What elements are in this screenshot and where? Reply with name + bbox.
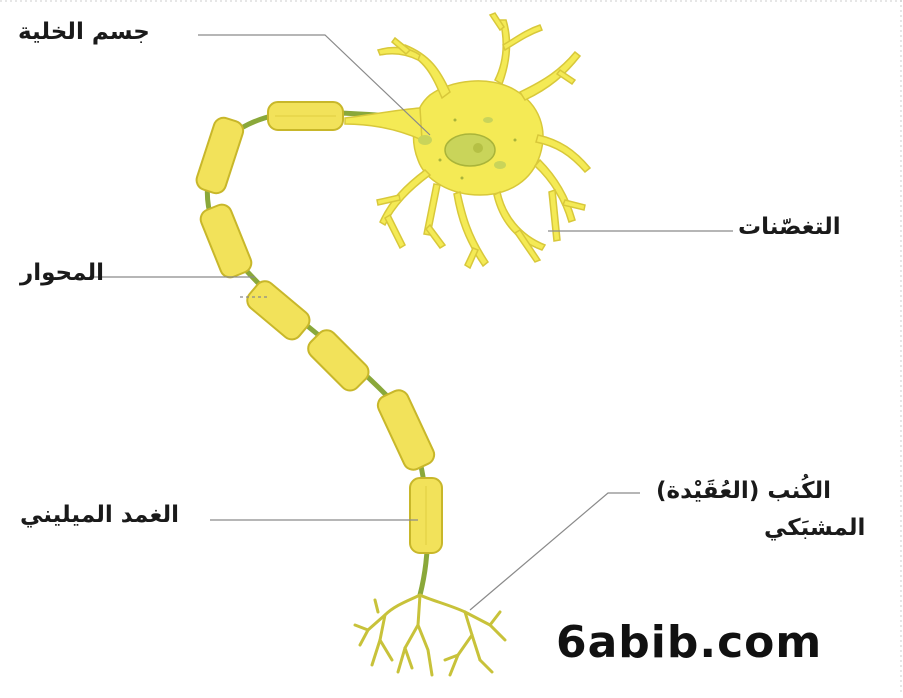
axon-terminal: [355, 595, 505, 675]
site-watermark: 6abib.com: [556, 617, 822, 668]
myelin-segment: [375, 387, 438, 473]
label-axon-terminal-line2: المشبَكي: [764, 515, 865, 541]
label-myelin-sheath: الغمد الميليني: [20, 502, 179, 528]
leader-line-terminal: [470, 493, 640, 610]
label-dendrites: التغصّنات: [738, 214, 841, 240]
label-cell-body: جسم الخلية: [18, 19, 150, 45]
label-axon: المحوار: [20, 260, 104, 286]
myelin-segment: [243, 277, 313, 343]
label-axon-terminal-line1: الكُنب (العُقَيْدة): [656, 478, 831, 504]
myelin-segment: [194, 115, 246, 196]
myelin-segment: [304, 326, 373, 395]
myelin-segments: [194, 102, 442, 553]
myelin-segment: [198, 202, 255, 281]
nucleus: [445, 134, 495, 166]
